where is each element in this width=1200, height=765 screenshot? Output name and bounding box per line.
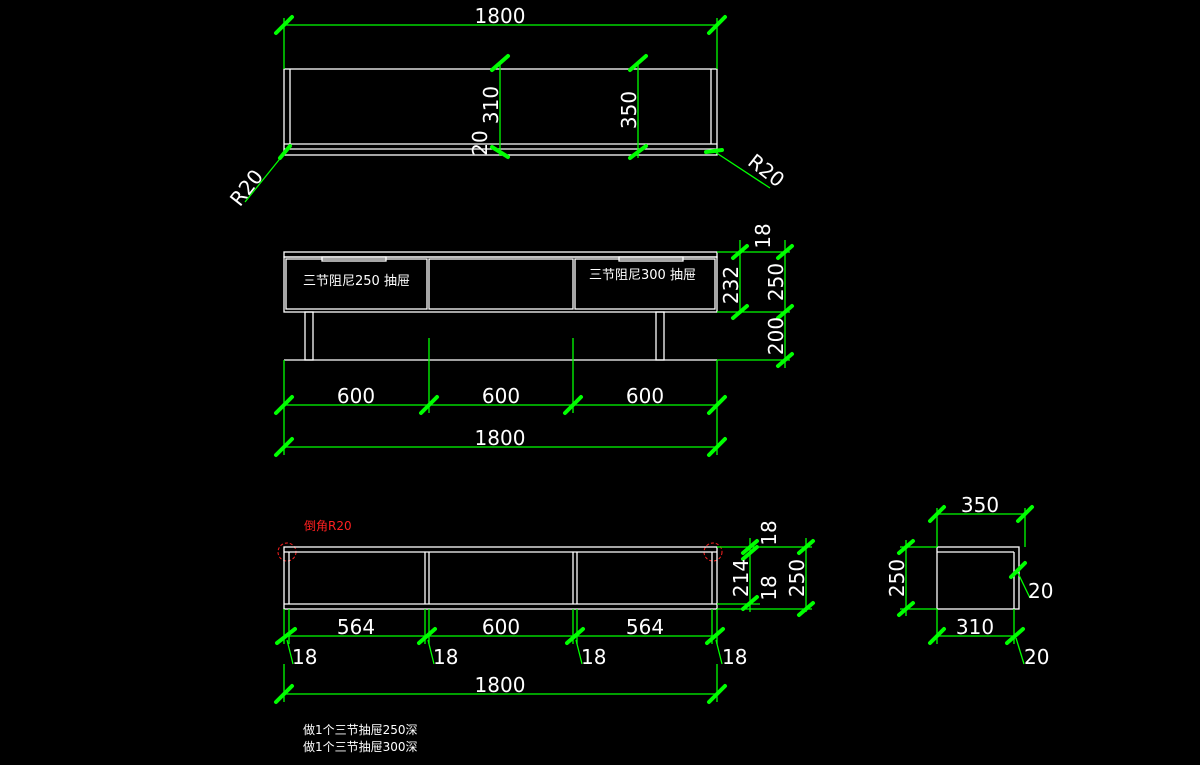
front-view: 三节阻尼250 抽屉 三节阻尼300 抽屉 18 232 250 200 — [274, 223, 794, 457]
side-back-thickness: 20 — [1009, 561, 1053, 603]
note-line-2: 做1个三节抽屉300深 — [303, 739, 418, 754]
front-top-thickness-text: 18 — [751, 223, 775, 248]
drawer-right-label: 三节阻尼300 抽屉 — [589, 268, 696, 283]
carcass-bay-dimensions: 564 600 564 18 18 18 18 — [275, 609, 747, 669]
top-overall-dimension: 1800 — [274, 4, 727, 69]
notes: 做1个三节抽屉250深 做1个三节抽屉300深 — [303, 722, 418, 754]
carcass-top-thickness-text: 18 — [757, 520, 781, 545]
side-height-text: 250 — [885, 559, 909, 597]
front-overall-dimension: 1800 — [274, 413, 727, 457]
corner-right-text: R20 — [743, 149, 789, 192]
front-overall-width-text: 1800 — [475, 426, 526, 450]
chamfer-circle-right — [703, 542, 723, 562]
carcass-bottom-thickness-text: 18 — [757, 575, 781, 600]
note-line-1: 做1个三节抽屉250深 — [303, 722, 418, 737]
side-base-offset-text: 20 — [1024, 645, 1049, 669]
front-section-1-text: 600 — [337, 384, 375, 408]
depth-310-dimension: 310 20 — [468, 54, 510, 159]
side-height-dimension: 250 — [885, 539, 937, 617]
side-back-thickness-text: 20 — [1028, 579, 1053, 603]
corner-radius-left: R20 — [225, 144, 292, 211]
top-overall-width-text: 1800 — [475, 4, 526, 28]
side-depth-text: 350 — [961, 493, 999, 517]
carcass-outline — [283, 546, 718, 610]
carcass-view: 倒角R20 18 214 18 — [274, 519, 815, 704]
front-view-outline — [283, 251, 718, 361]
divider-2-text: 18 — [433, 645, 458, 669]
front-section-2-text: 600 — [482, 384, 520, 408]
top-view: 1800 310 20 350 R20 R20 — [225, 4, 789, 211]
carcass-bay-1-text: 564 — [337, 615, 375, 639]
front-inner-height-text: 232 — [719, 266, 743, 304]
carcass-overall-width-text: 1800 — [475, 673, 526, 697]
front-height-dimensions: 18 232 250 200 — [717, 223, 794, 368]
side-view: 350 250 20 310 20 — [885, 493, 1053, 669]
carcass-height-text: 250 — [785, 559, 809, 597]
carcass-bay-3-text: 564 — [626, 615, 664, 639]
front-section-3-text: 600 — [626, 384, 664, 408]
divider-1-text: 18 — [292, 645, 317, 669]
side-inner-depth-text: 310 — [956, 615, 994, 639]
depth-right-text: 350 — [617, 91, 641, 129]
front-body-height-text: 250 — [764, 263, 788, 301]
depth-left-text: 310 — [479, 86, 503, 124]
side-view-outline — [936, 546, 1020, 610]
divider-3-text: 18 — [581, 645, 606, 669]
chamfer-note: 倒角R20 — [304, 519, 352, 533]
divider-4-text: 18 — [722, 645, 747, 669]
panel-thickness-text: 20 — [468, 130, 492, 155]
drawer-left-label: 三节阻尼250 抽屉 — [303, 274, 410, 289]
carcass-bay-2-text: 600 — [482, 615, 520, 639]
carcass-height-dimensions: 18 214 18 250 — [717, 520, 815, 617]
carcass-overall-dimension: 1800 — [274, 664, 727, 704]
corner-radius-right: R20 — [704, 148, 789, 192]
front-leg-height-text: 200 — [764, 317, 788, 355]
side-inner-depth-dimension: 310 20 — [928, 609, 1049, 669]
side-depth-dimension: 350 — [928, 493, 1034, 547]
corner-left-text: R20 — [225, 165, 268, 211]
carcass-inner-height-text: 214 — [729, 559, 753, 597]
depth-350-dimension: 350 — [617, 54, 648, 160]
front-section-dimensions: 600 600 600 — [274, 338, 727, 415]
